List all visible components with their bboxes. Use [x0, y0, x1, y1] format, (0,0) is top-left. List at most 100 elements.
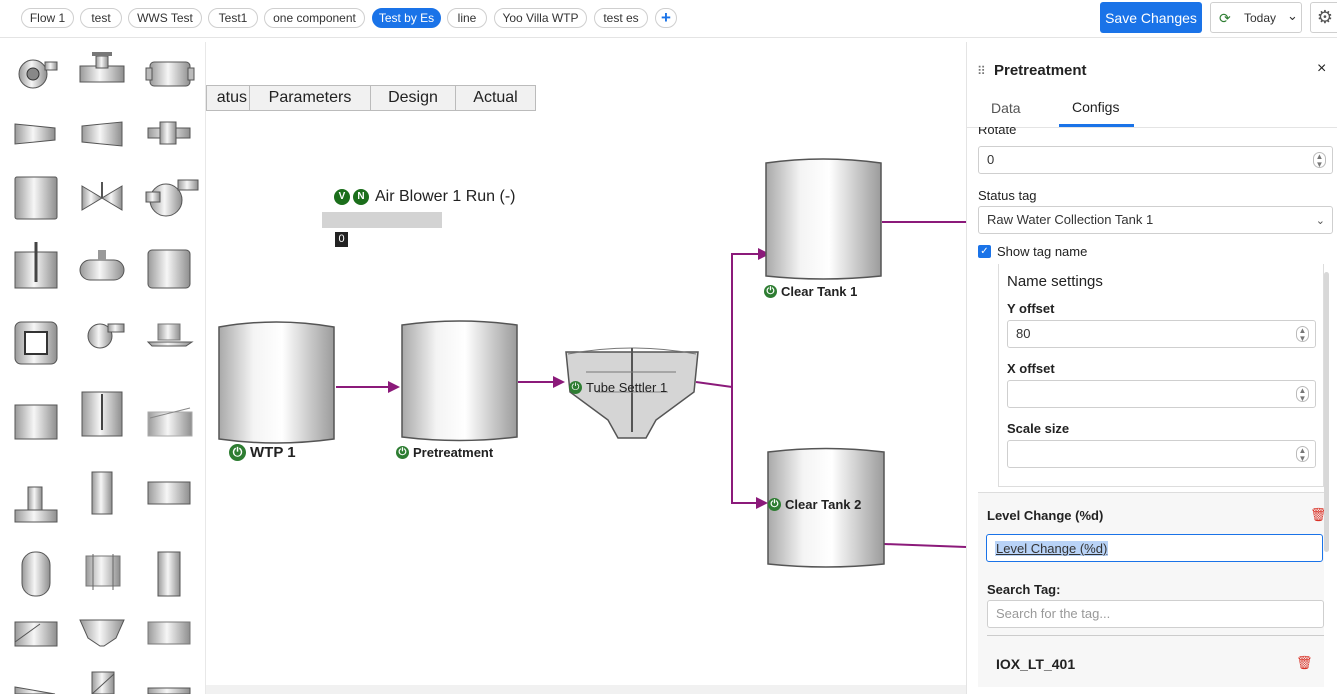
capsule-tank-icon[interactable] — [21, 551, 51, 597]
tag-item-label: IOX_LT_401 — [996, 656, 1076, 672]
status-tag-label: Status tag — [978, 188, 1037, 203]
sludge-tank-icon[interactable] — [14, 621, 58, 647]
x-offset-input[interactable]: ▲▼ — [1007, 380, 1316, 408]
search-tag-input[interactable]: Search for the tag... — [987, 600, 1324, 628]
clear-tank-1-label[interactable]: ⏻ Clear Tank 1 — [764, 284, 857, 299]
wtp1-label-text: WTP 1 — [250, 444, 296, 461]
power-icon: ⏻ — [229, 444, 246, 461]
flow-tab[interactable]: test — [80, 8, 122, 28]
tube-settler-label[interactable]: ⏻ Tube Settler 1 — [569, 380, 667, 395]
flow-canvas[interactable]: atus Parameters Design Actual — [206, 42, 966, 685]
search-tag-placeholder: Search for the tag... — [996, 606, 1111, 621]
tube-settler[interactable] — [565, 347, 699, 439]
air-blower-status: V N Air Blower 1 Run (-) — [334, 188, 515, 206]
mixer-tank-icon[interactable] — [14, 242, 58, 289]
flow-tab[interactable]: Test1 — [208, 8, 258, 28]
tab-configs[interactable]: Configs — [1072, 99, 1120, 115]
flow-tab[interactable]: line — [447, 8, 487, 28]
panel-title: Pretreatment — [994, 62, 1087, 79]
drag-handle-icon[interactable]: ⠿ — [977, 64, 986, 78]
clear-tank-2-label[interactable]: ⏻ Clear Tank 2 — [768, 497, 861, 512]
level-change-card: Level Change (%d) 🗑 Level Change (%d) Se… — [978, 492, 1327, 687]
blower-icon[interactable] — [18, 59, 58, 89]
trash-icon[interactable]: 🗑 — [1310, 507, 1327, 522]
horizontal-tank-icon[interactable] — [147, 481, 191, 505]
wtp1-label[interactable]: ⏻ WTP 1 — [229, 444, 296, 461]
tab-data[interactable]: Data — [991, 100, 1021, 116]
vertical-pipe-icon[interactable] — [91, 471, 113, 515]
power-icon: ⏻ — [569, 381, 582, 394]
pretreatment-label[interactable]: ⏻ Pretreatment — [396, 445, 493, 460]
add-tab-button[interactable]: + — [655, 8, 677, 28]
data-table-header: atus Parameters Design Actual — [206, 85, 536, 111]
x-offset-label: X offset — [1007, 361, 1055, 376]
valve-pipe-icon[interactable] — [79, 52, 125, 83]
spinner-icon[interactable]: ▲▼ — [1313, 152, 1326, 169]
pretreatment-label-text: Pretreatment — [413, 445, 494, 460]
save-changes-button[interactable]: Save Changes — [1100, 2, 1202, 33]
panel-scrollbar[interactable] — [1324, 272, 1329, 552]
name-settings-title: Name settings — [1007, 273, 1103, 290]
spinner-icon[interactable]: ▲▼ — [1296, 386, 1309, 403]
tag-divider — [987, 635, 1324, 636]
aerator-icon[interactable] — [146, 323, 194, 347]
square-basin-icon[interactable] — [14, 321, 58, 365]
channel-icon[interactable] — [147, 621, 191, 645]
tray-icon[interactable] — [147, 687, 191, 694]
refresh-icon: ⟳ — [1219, 10, 1231, 26]
chute-icon[interactable] — [91, 671, 115, 694]
pump-icon[interactable] — [87, 323, 125, 349]
gear-icon[interactable]: ⚙ — [1310, 2, 1337, 33]
agitated-tank-icon[interactable] — [81, 391, 123, 437]
y-offset-input[interactable]: 80 ▲▼ — [1007, 320, 1316, 348]
reducer-icon[interactable] — [81, 121, 123, 147]
canvas-scroll-area — [206, 685, 966, 694]
show-tag-checkbox[interactable]: ✓ — [978, 245, 991, 258]
cone-pipe-icon[interactable] — [14, 123, 56, 145]
spinner-icon[interactable]: ▲▼ — [1296, 446, 1309, 463]
actual-column-header: Actual — [473, 89, 518, 106]
open-tank-icon[interactable] — [14, 404, 58, 440]
flow-tab[interactable]: Yoo Villa WTP — [494, 8, 587, 28]
spinner-icon[interactable]: ▲▼ — [1296, 326, 1309, 343]
pressure-vessel-icon[interactable] — [79, 250, 125, 281]
clear-tank-1[interactable] — [765, 158, 882, 280]
scale-size-input[interactable]: ▲▼ — [1007, 440, 1316, 468]
n-badge: N — [353, 189, 369, 205]
level-change-value: Level Change (%d) — [995, 541, 1109, 556]
status-tag-value: Raw Water Collection Tank 1 — [987, 212, 1154, 227]
close-icon[interactable]: × — [1317, 60, 1327, 77]
horizontal-filter-icon[interactable] — [145, 61, 195, 87]
pretreatment-tank[interactable] — [401, 320, 518, 442]
flow-tab-active[interactable]: Test by Es — [372, 8, 441, 28]
power-icon: ⏻ — [768, 498, 781, 511]
search-tag-label: Search Tag: — [987, 582, 1061, 597]
flow-tab[interactable]: one component — [264, 8, 365, 28]
wtp1-tank[interactable] — [218, 321, 335, 444]
centrifugal-pump-icon[interactable] — [145, 179, 199, 217]
round-tank-icon[interactable] — [147, 249, 191, 289]
butterfly-valve-icon[interactable] — [81, 182, 123, 211]
pipe-rack-icon[interactable] — [147, 407, 193, 437]
flow-meter-icon[interactable] — [147, 121, 191, 145]
flow-tab[interactable]: WWS Test — [128, 8, 202, 28]
design-column-header: Design — [371, 86, 456, 110]
flow-tab[interactable]: test es — [594, 8, 648, 28]
clear-tank-2[interactable] — [767, 447, 885, 568]
scale-size-label: Scale size — [1007, 421, 1070, 436]
time-range-select[interactable]: ⟳ Today ⌄ — [1210, 2, 1302, 33]
cylinder-tank-icon[interactable] — [14, 176, 58, 220]
clarifier-icon[interactable] — [79, 619, 125, 647]
filter-press-icon[interactable] — [85, 554, 121, 590]
level-change-title: Level Change (%d) — [987, 508, 1104, 523]
ramp-icon[interactable] — [14, 686, 56, 694]
vertical-mixer-icon[interactable] — [157, 551, 181, 597]
flow-tab[interactable]: Flow 1 — [21, 8, 74, 28]
parameters-column-header: Parameters — [250, 86, 371, 110]
tee-pipe-icon[interactable] — [14, 486, 58, 523]
trash-icon[interactable]: 🗑 — [1296, 655, 1313, 670]
rotate-input[interactable]: 0 ▲▼ — [978, 146, 1333, 174]
level-change-input[interactable]: Level Change (%d) — [986, 534, 1323, 562]
status-tag-select[interactable]: Raw Water Collection Tank 1 ⌄ — [978, 206, 1333, 234]
